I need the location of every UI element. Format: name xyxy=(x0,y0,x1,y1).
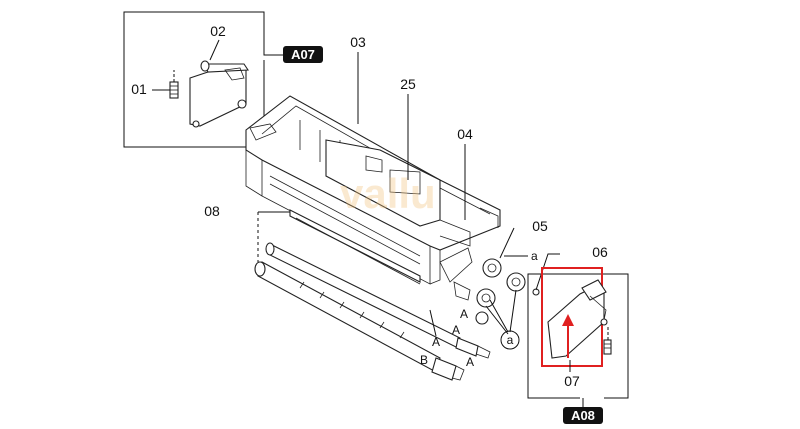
roller-upper-part xyxy=(265,242,491,359)
gear-assembly-part xyxy=(439,247,540,325)
inset-a07: A07 xyxy=(123,11,323,148)
marker-a-small: a xyxy=(531,249,538,263)
housing-part xyxy=(245,95,501,285)
callout-03[interactable]: 03 xyxy=(350,34,366,50)
marker-a-circle xyxy=(500,330,520,350)
guide-plate-part xyxy=(257,209,421,285)
marker-B-1: B xyxy=(420,353,428,367)
callout-05[interactable]: 05 xyxy=(532,218,548,234)
callout-25[interactable]: 25 xyxy=(400,76,416,92)
badge-a07-label: A07 xyxy=(291,47,315,62)
inset-a08: A08 xyxy=(527,267,629,424)
marker-a-circle-label: a xyxy=(507,333,514,347)
badge-a07[interactable] xyxy=(283,46,323,63)
marker-A-2: A xyxy=(452,323,460,337)
callout-06[interactable]: 06 xyxy=(592,244,608,260)
watermark: vallu xyxy=(340,170,436,217)
marker-A-3: A xyxy=(460,307,468,321)
callout-04[interactable]: 04 xyxy=(457,126,473,142)
callout-01[interactable]: 01 xyxy=(131,81,147,97)
marker-A-4: A xyxy=(466,355,474,369)
badge-a08[interactable] xyxy=(563,407,603,424)
bracket-part xyxy=(189,63,247,127)
callout-08[interactable]: 08 xyxy=(204,203,220,219)
bracket-07-part xyxy=(547,285,605,359)
marker-A-1: A xyxy=(432,335,440,349)
callout-07[interactable]: 07 xyxy=(564,373,580,389)
roller-lower-part xyxy=(254,261,465,381)
badge-a08-label: A08 xyxy=(571,408,595,423)
callout-02[interactable]: 02 xyxy=(210,23,226,39)
